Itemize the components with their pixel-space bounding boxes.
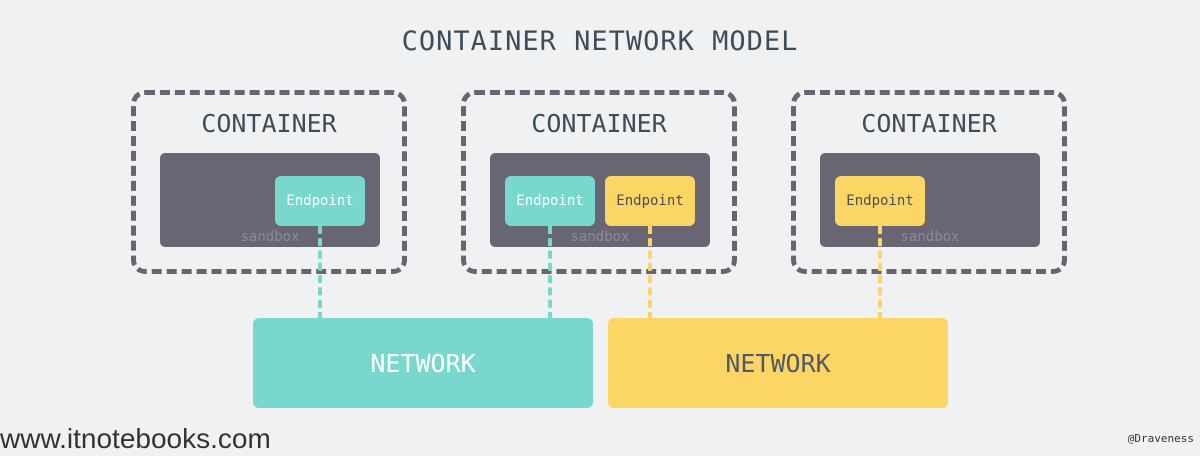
connector-line-4 (878, 226, 882, 320)
container-label: CONTAINER (861, 109, 997, 138)
network-2: NETWORK (608, 318, 948, 408)
sandbox-label: sandbox (900, 229, 960, 245)
sandbox-label: sandbox (570, 229, 630, 245)
endpoint-1: Endpoint (275, 176, 365, 226)
endpoint-3: Endpoint (605, 176, 695, 226)
watermark-text: www.itnotebooks.com (0, 423, 271, 454)
endpoint-4: Endpoint (835, 176, 925, 226)
network-1: NETWORK (253, 318, 593, 408)
connector-line-3 (648, 226, 652, 320)
container-3: CONTAINER (791, 90, 1067, 274)
sandbox-label: sandbox (240, 229, 300, 245)
connector-line-1 (318, 226, 322, 320)
author-credit: @Draveness (1127, 432, 1194, 445)
container-label: CONTAINER (201, 109, 337, 138)
diagram-title: CONTAINER NETWORK MODEL (401, 26, 799, 57)
connector-line-2 (548, 226, 552, 320)
endpoint-2: Endpoint (505, 176, 595, 226)
container-label: CONTAINER (531, 109, 667, 138)
container-1: CONTAINER (131, 90, 407, 274)
container-2: CONTAINER (461, 90, 737, 274)
